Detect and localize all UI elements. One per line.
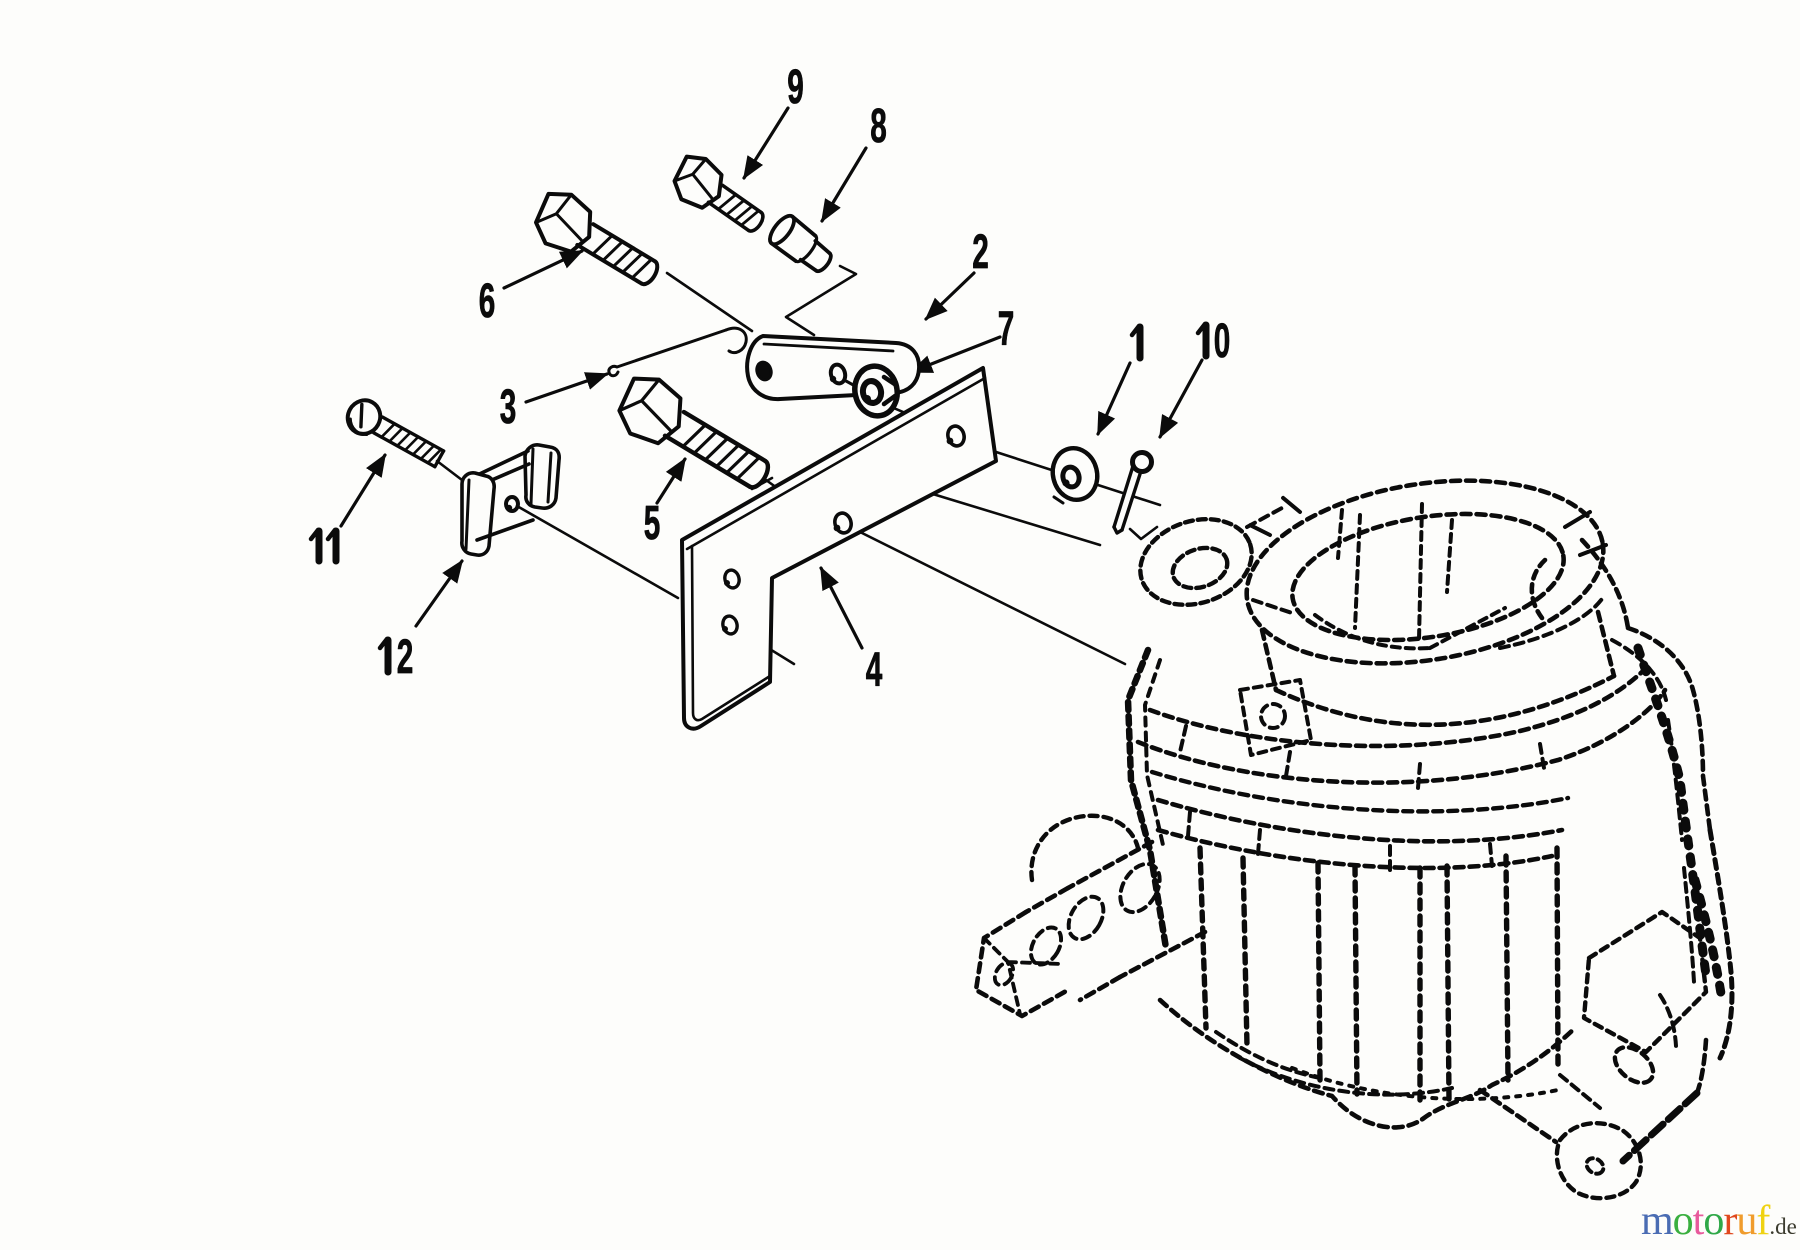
svg-text:2: 2 [397, 631, 414, 684]
svg-text:3: 3 [500, 381, 517, 434]
svg-text:9: 9 [787, 61, 804, 114]
svg-text:2: 2 [972, 226, 989, 279]
svg-text:6: 6 [479, 275, 496, 328]
svg-text:7: 7 [998, 303, 1015, 356]
svg-text:5: 5 [644, 497, 661, 550]
svg-text:4: 4 [866, 644, 883, 697]
svg-text:0: 0 [1214, 315, 1231, 368]
svg-text:8: 8 [870, 100, 887, 153]
